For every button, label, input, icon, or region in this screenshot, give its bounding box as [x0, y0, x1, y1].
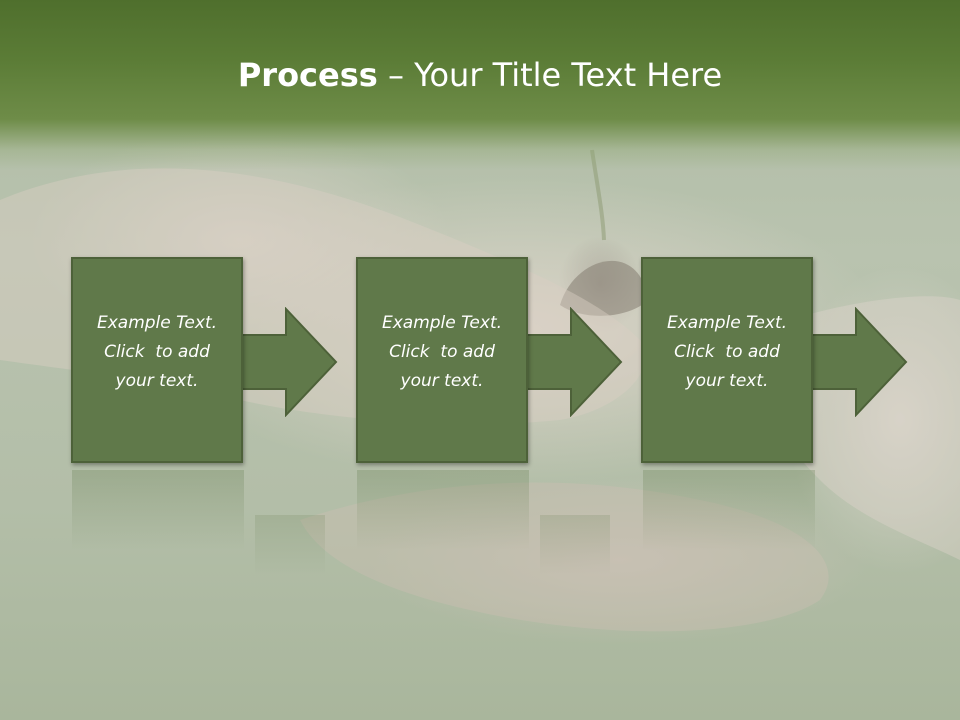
title-rest: – Your Title Text Here	[377, 56, 723, 94]
step-line: your text.	[400, 371, 484, 391]
step-line: Example Text.	[666, 313, 788, 333]
step-line: Example Text.	[96, 313, 218, 333]
title-banner	[0, 0, 960, 170]
step-line: your text.	[685, 371, 769, 391]
slide-title[interactable]: Process – Your Title Text Here	[0, 52, 960, 98]
step-text: Example Text. Click to add your text.	[643, 309, 811, 396]
right-arrow-icon	[238, 307, 338, 417]
step-line: Click to add	[674, 342, 780, 362]
step-line: Click to add	[104, 342, 210, 362]
step-text: Example Text. Click to add your text.	[358, 309, 526, 396]
step-text: Example Text. Click to add your text.	[73, 309, 241, 396]
right-arrow-icon	[523, 307, 623, 417]
process-step-3[interactable]: Example Text. Click to add your text.	[641, 257, 813, 463]
title-bold: Process	[237, 56, 378, 94]
step-line: Example Text.	[381, 313, 503, 333]
step-line: your text.	[115, 371, 199, 391]
step-line: Click to add	[389, 342, 495, 362]
process-step-1[interactable]: Example Text. Click to add your text.	[71, 257, 243, 463]
process-step-2[interactable]: Example Text. Click to add your text.	[356, 257, 528, 463]
right-arrow-icon	[808, 307, 908, 417]
